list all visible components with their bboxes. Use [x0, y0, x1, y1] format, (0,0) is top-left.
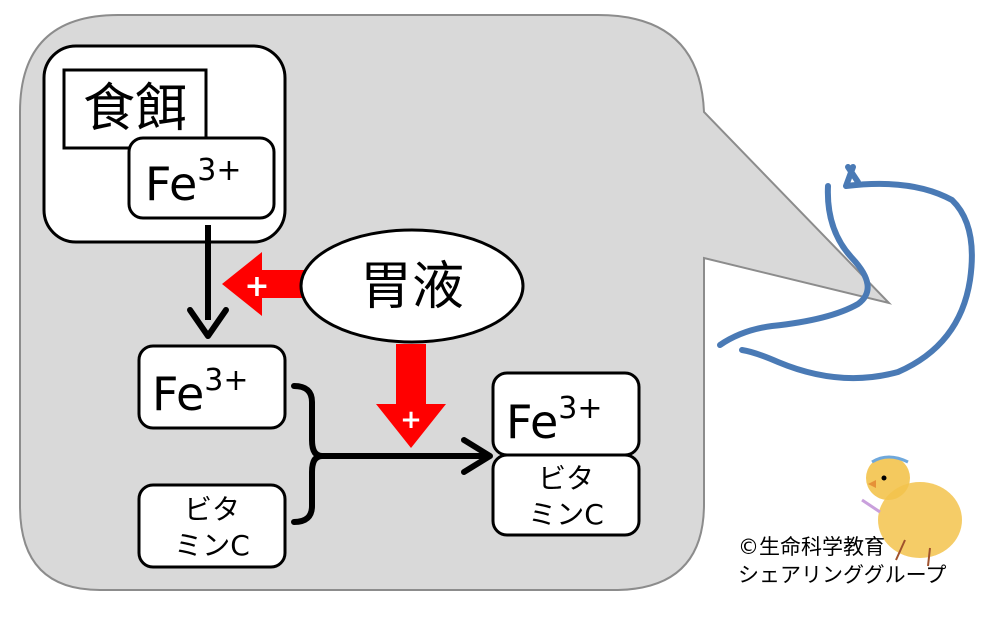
- product-iron-ion: Fe3+: [506, 391, 602, 449]
- iron-ion: Fe3+: [152, 363, 248, 421]
- release-arrow: [187, 225, 229, 339]
- promote-binding-sign: +: [400, 405, 422, 435]
- credit-line-1: ©生命科学教育: [738, 535, 885, 559]
- chick-drawing-icon: [861, 455, 962, 567]
- product-vitamin-c-line1: ビタ: [538, 462, 594, 495]
- vitamin-c-line2: ミンC: [174, 529, 250, 562]
- promote-release-sign: +: [244, 269, 269, 304]
- vitamin-c-box: ビタ ミンC: [137, 483, 287, 569]
- product-vitamin-c-line2: ミンC: [528, 498, 604, 531]
- product-box: Fe3+ ビタ ミンC: [491, 371, 641, 537]
- food-box: 食餌 Fe3+: [42, 44, 287, 244]
- gastric-juice-label: 胃液: [360, 257, 464, 317]
- promote-binding-arrow: +: [376, 344, 446, 448]
- food-iron-ion: Fe3+: [145, 153, 241, 211]
- promote-release-arrow: +: [222, 252, 304, 316]
- food-label: 食餌: [83, 79, 187, 139]
- combine-bracket: [291, 383, 493, 525]
- gastric-juice-node: 胃液: [299, 228, 525, 344]
- vitamin-c-line1: ビタ: [184, 493, 240, 526]
- stomach-outline-icon: [717, 164, 975, 382]
- credit-line-2: シェアリンググループ: [738, 563, 947, 587]
- iron-box: Fe3+: [137, 344, 287, 430]
- copyright-credit: ©生命科学教育 シェアリンググループ: [738, 533, 946, 589]
